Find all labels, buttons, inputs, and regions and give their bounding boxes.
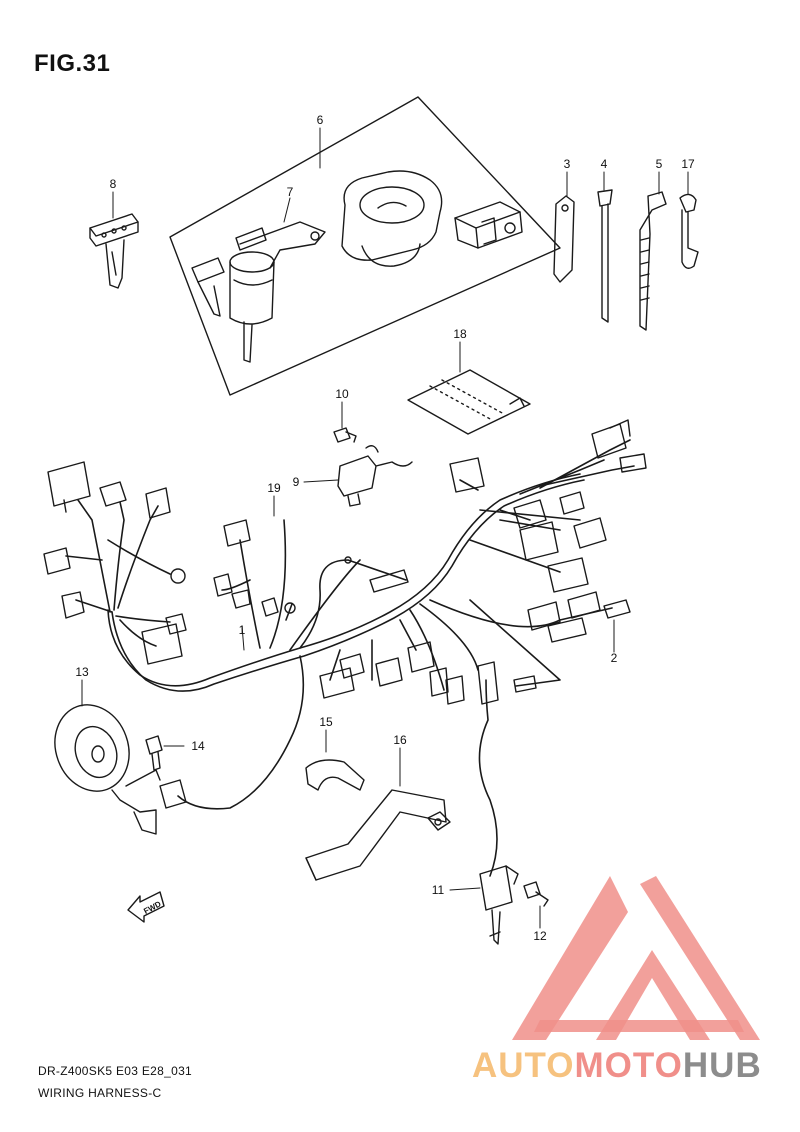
callout-9: 9 <box>293 475 300 489</box>
model-code: DR-Z400SK5 E03 E28_031 <box>38 1064 193 1078</box>
bracket-part-16 <box>305 789 451 881</box>
callout-14: 14 <box>191 739 205 753</box>
clamp-band-part-5 <box>639 191 667 331</box>
callout-16: 16 <box>393 733 407 747</box>
seat-lock-part <box>454 201 523 249</box>
watermark-part3: HUB <box>682 1046 762 1085</box>
callout-13: 13 <box>75 665 89 679</box>
horn-part <box>54 704 187 835</box>
callout-3: 3 <box>564 157 571 171</box>
callout-5: 5 <box>656 157 663 171</box>
switch-part-11 <box>479 865 519 945</box>
cable-tie-part-4 <box>597 189 613 323</box>
callout-6: 6 <box>317 113 324 127</box>
clamp-part-3 <box>553 195 575 283</box>
fuel-cap-part <box>341 170 443 267</box>
leader-lines <box>81 127 689 929</box>
callout-12: 12 <box>533 929 547 943</box>
callout-19: 19 <box>267 481 281 495</box>
callout-17: 17 <box>681 157 695 171</box>
watermark-text: AUTOMOTOHUB <box>472 1046 762 1086</box>
callout-7: 7 <box>287 185 294 199</box>
cover-part-15 <box>305 759 365 791</box>
callout-2: 2 <box>611 651 618 665</box>
main-wiring-harness <box>65 439 635 877</box>
section-name: WIRING HARNESS-C <box>38 1086 162 1100</box>
switch-part-9 <box>337 445 413 507</box>
callout-11: 11 <box>432 883 445 897</box>
callout-1: 1 <box>239 623 246 637</box>
key-part <box>89 213 139 289</box>
bolt-part-10 <box>333 427 357 443</box>
callout-10: 10 <box>335 387 349 401</box>
watermark-part2: MOTO <box>574 1046 683 1085</box>
harness-connectors <box>43 419 647 705</box>
callout-labels: 6 7 8 3 4 5 17 18 10 9 19 1 2 13 14 15 1… <box>75 113 695 943</box>
bolt-part-12 <box>523 881 549 907</box>
figure-title: FIG.31 <box>34 50 111 77</box>
label-sheet-part <box>407 369 531 435</box>
ignition-switch-set-box <box>169 96 561 396</box>
clamp-part-17 <box>679 193 699 269</box>
callout-15: 15 <box>319 715 333 729</box>
watermark-logo <box>512 876 760 1040</box>
fwd-arrow-icon: FWD <box>127 891 165 923</box>
callout-8: 8 <box>110 177 117 191</box>
watermark-part1: AUTO <box>472 1046 575 1085</box>
bolt-part-14 <box>145 735 163 771</box>
callout-4: 4 <box>601 157 608 171</box>
callout-18: 18 <box>453 327 467 341</box>
ignition-switch-part <box>191 221 326 363</box>
